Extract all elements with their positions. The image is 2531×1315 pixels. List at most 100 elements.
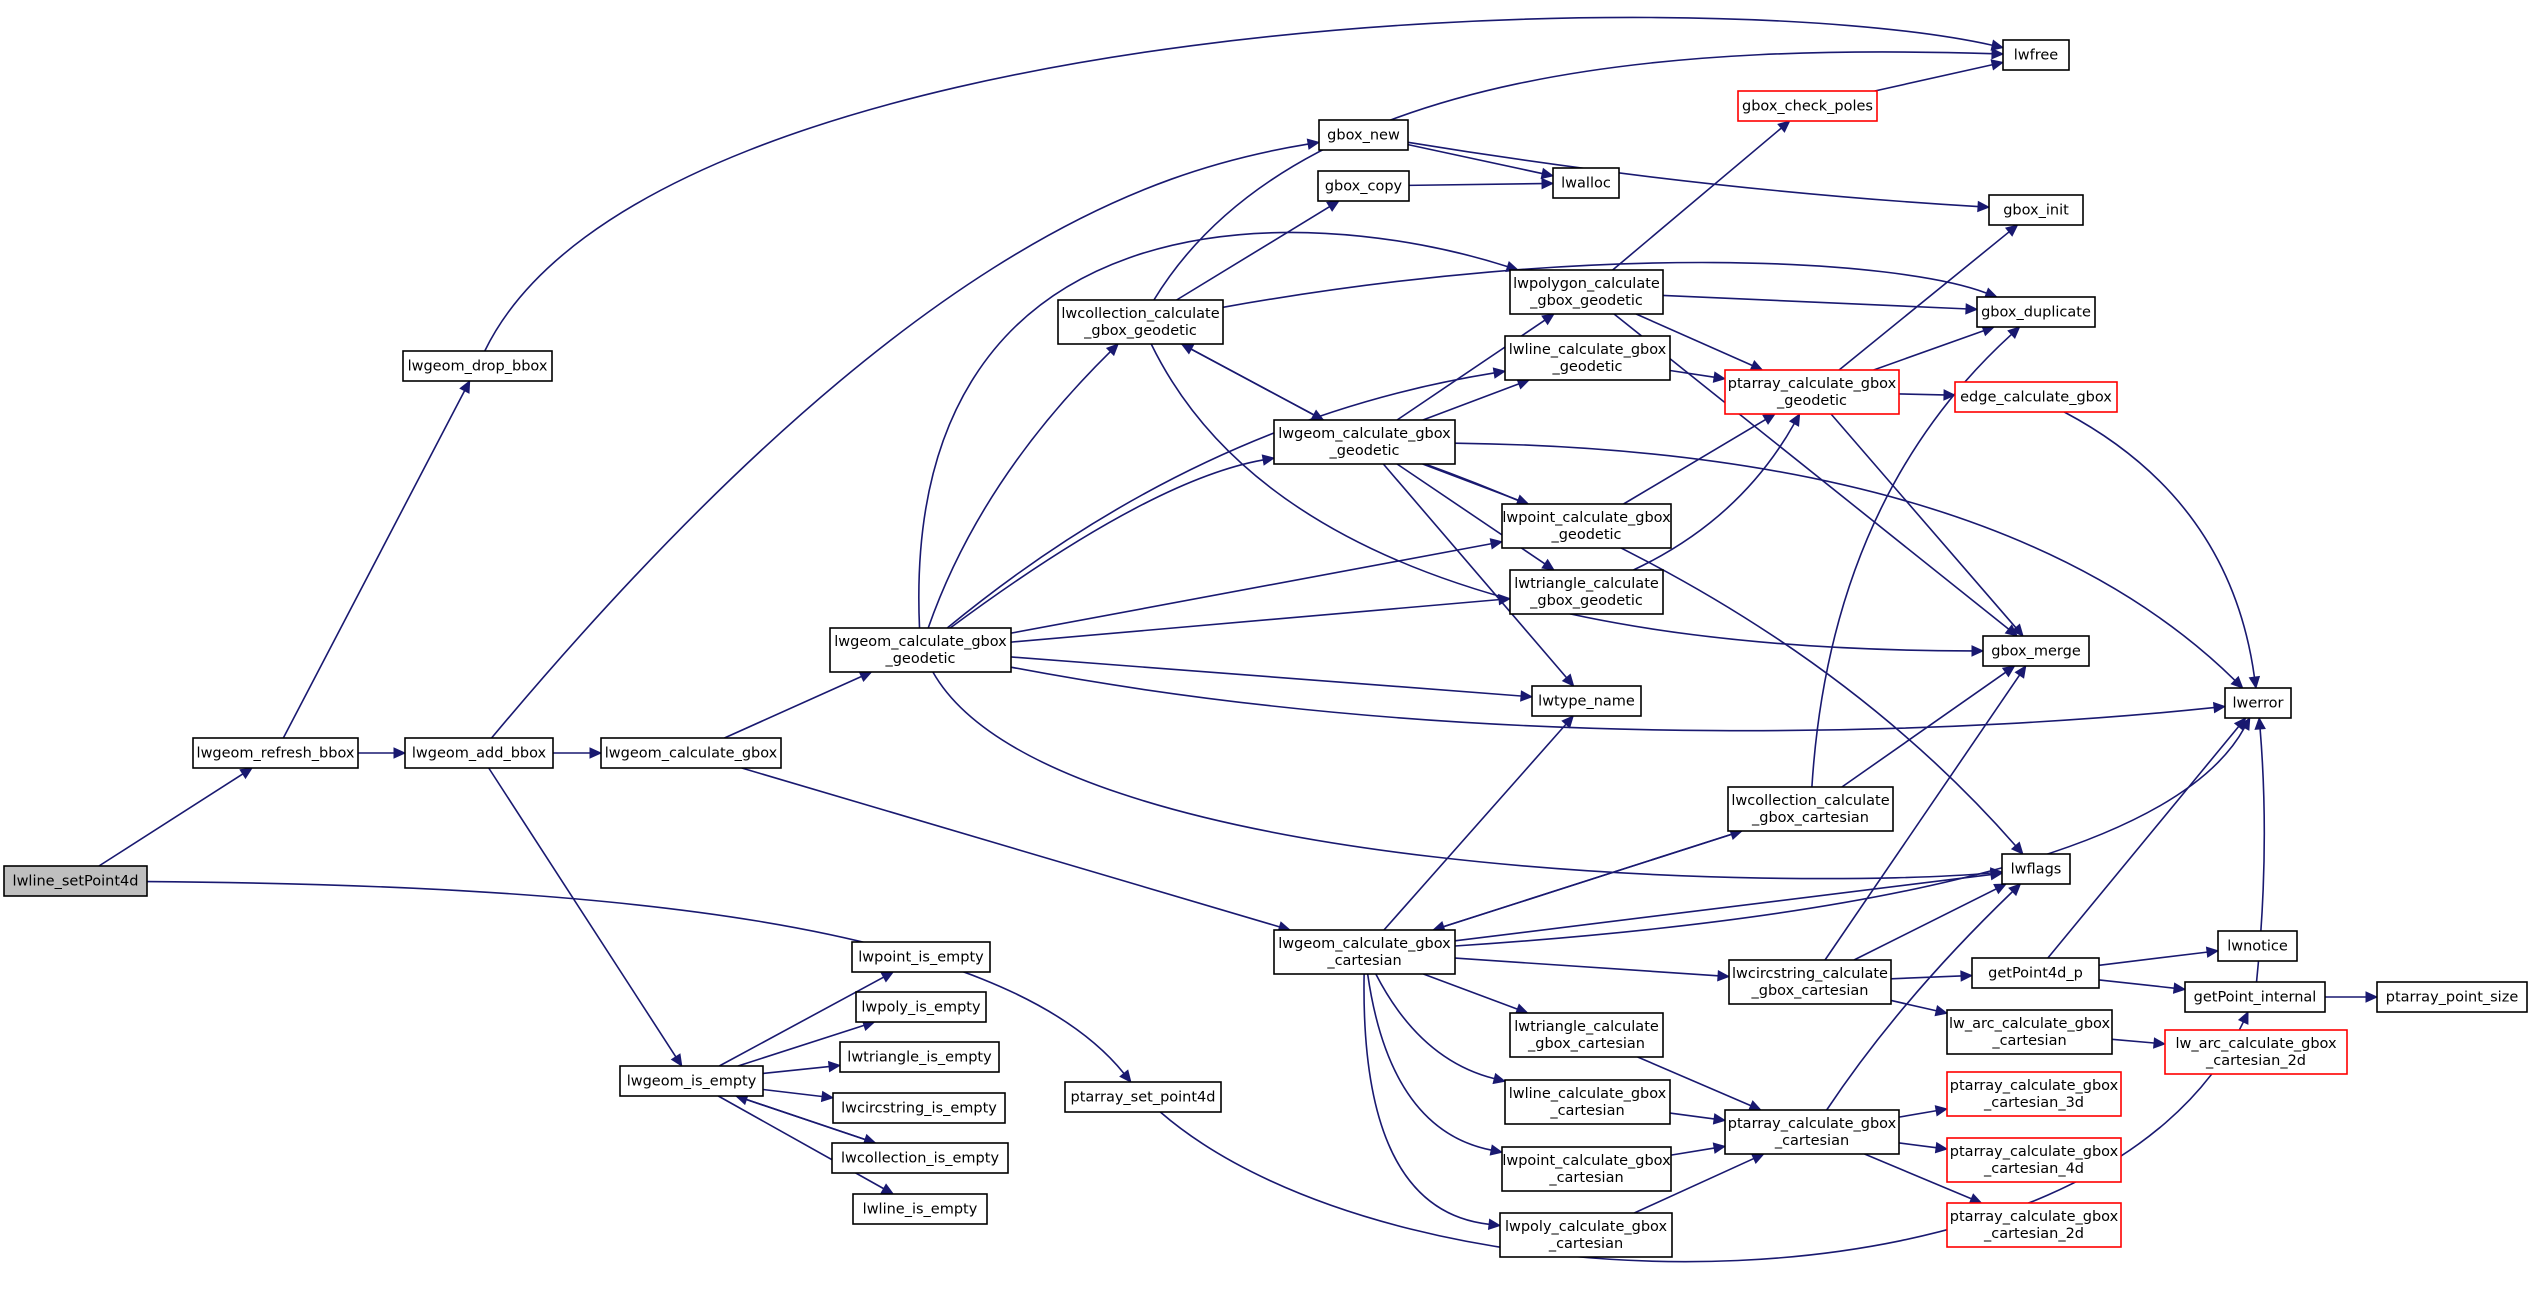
graph-node-label: _geodetic: [1550, 527, 1621, 543]
call-edge-arrowhead: [2001, 665, 2016, 678]
graph-node-ptarray-set-point4d[interactable]: ptarray_set_point4d: [1064, 1081, 1222, 1113]
graph-node-box: [1531, 685, 1642, 717]
graph-node-ptarray-calculate-gbox-geodetic[interactable]: ptarray_calculate_gbox_geodetic: [1724, 369, 1900, 415]
graph-node-lwcollection-calculate-gbox-cartesian[interactable]: lwcollection_calculate_gbox_cartesian: [1727, 786, 1894, 832]
graph-node-ptarray-calculate-gbox-cartesian[interactable]: ptarray_calculate_gbox_cartesian: [1724, 1109, 1900, 1155]
graph-node-box: [1724, 1109, 1900, 1155]
call-edge: [946, 372, 1495, 629]
graph-node-ptarray-calculate-gbox-cartesian-4d[interactable]: ptarray_calculate_gbox_cartesian_4d: [1946, 1137, 2122, 1183]
graph-node-label: _cartesian: [1991, 1033, 2066, 1049]
call-edge-arrowhead: [1748, 1100, 1762, 1111]
graph-node-lwpoint-calculate-gbox-geodetic[interactable]: lwpoint_calculate_gbox_geodetic: [1501, 503, 1672, 549]
call-edge-arrowhead: [880, 971, 895, 983]
graph-node-label: ptarray_calculate_gbox: [1950, 1078, 2119, 1094]
graph-node-box: [1946, 1071, 2122, 1117]
graph-node-lwline-is-empty[interactable]: lwline_is_empty: [852, 1193, 988, 1225]
call-edge: [746, 1098, 876, 1144]
call-edge: [1383, 723, 1567, 931]
graph-node-label: lwpoint_calculate_gbox: [1502, 510, 1671, 526]
call-edge: [1408, 182, 1543, 187]
graph-node-label: _cartesian: [1549, 1103, 1624, 1119]
graph-node-lwcircstring-is-empty[interactable]: lwcircstring_is_empty: [832, 1092, 1006, 1124]
call-edge: [1841, 671, 2007, 788]
graph-node-ptarray-calculate-gbox-cartesian-3d[interactable]: ptarray_calculate_gbox_cartesian_3d: [1946, 1071, 2122, 1117]
call-edge: [1190, 348, 1324, 421]
call-edge-arrowhead: [827, 1060, 842, 1073]
graph-node-gbox-new[interactable]: gbox_new: [1318, 119, 1409, 151]
graph-node-ptarray-calculate-gbox-cartesian-2d[interactable]: ptarray_calculate_gbox_cartesian_2d: [1946, 1202, 2122, 1248]
graph-node-lwgeom-is-empty[interactable]: lwgeom_is_empty: [619, 1065, 764, 1097]
graph-node-label: lwalloc: [1561, 176, 1611, 192]
graph-node-label: _cartesian: [1548, 1236, 1623, 1252]
call-edge: [1898, 1142, 1937, 1149]
call-edge: [1890, 999, 1937, 1012]
call-edge: [1662, 294, 1967, 310]
call-edge-arrowhead: [1990, 39, 2005, 51]
call-edge: [1623, 418, 1766, 505]
graph-node-label: gbox_check_poles: [1742, 99, 1873, 115]
graph-node-label: lwline_calculate_gbox: [1509, 1086, 1667, 1102]
graph-node-lwline-calculate-gbox-geodetic[interactable]: lwline_calculate_gbox_geodetic: [1504, 335, 1671, 381]
graph-node-lwalloc[interactable]: lwalloc: [1552, 167, 1620, 199]
graph-node-lwtriangle-calculate-gbox-cartesian[interactable]: lwtriangle_calculate_gbox_cartesian: [1509, 1012, 1664, 1058]
graph-node-label: lwpoint_is_empty: [858, 950, 984, 966]
graph-node-gbox-duplicate[interactable]: gbox_duplicate: [1976, 296, 2096, 328]
graph-node-lwcollection-is-empty[interactable]: lwcollection_is_empty: [831, 1142, 1009, 1174]
call-edge: [1853, 888, 1997, 961]
graph-node-lwline-setPoint4d[interactable]: lwline_setPoint4d: [3, 865, 148, 897]
graph-node-lwpolygon-calculate-gbox-geodetic[interactable]: lwpolygon_calculate_gbox_geodetic: [1509, 269, 1664, 315]
graph-node-gbox-merge[interactable]: gbox_merge: [1982, 635, 2090, 667]
graph-node-lwgeom-drop-bbox[interactable]: lwgeom_drop_bbox: [402, 350, 553, 382]
graph-node-lwgeom-add-bbox[interactable]: lwgeom_add_bbox: [404, 737, 554, 769]
call-edge: [1898, 393, 1945, 396]
graph-node-label: lwnotice: [2227, 939, 2288, 955]
graph-node-box: [600, 737, 782, 769]
call-edge-arrowhead: [1540, 167, 1555, 180]
call-edge: [927, 351, 1111, 629]
graph-node-lw-arc-calculate-gbox-cartesian[interactable]: lw_arc_calculate_gbox_cartesian: [1946, 1009, 2113, 1055]
call-edge-arrowhead: [1749, 360, 1764, 371]
graph-node-lwpoly-calculate-gbox-cartesian[interactable]: lwpoly_calculate_gbox_cartesian: [1499, 1212, 1673, 1258]
graph-node-lwtriangle-is-empty[interactable]: lwtriangle_is_empty: [839, 1041, 1000, 1073]
graph-node-label: ptarray_calculate_gbox: [1950, 1144, 2119, 1160]
call-edge-arrowhead: [239, 767, 254, 780]
graph-node-getPoint-internal[interactable]: getPoint_internal: [2184, 981, 2326, 1013]
graph-node-lwcircstring-calculate-gbox-cartesian[interactable]: lwcircstring_calculate_gbox_cartesian: [1728, 959, 1892, 1005]
graph-node-lw-arc-calculate-gbox-cartesian-2d[interactable]: lw_arc_calculate_gbox_cartesian_2d: [2164, 1029, 2348, 1075]
graph-node-lwtriangle-calculate-gbox-geodetic[interactable]: lwtriangle_calculate_gbox_geodetic: [1509, 569, 1664, 615]
graph-node-box: [855, 991, 987, 1023]
graph-node-lwnotice[interactable]: lwnotice: [2217, 930, 2298, 962]
graph-node-edge-calculate-gbox[interactable]: edge_calculate_gbox: [1954, 381, 2118, 413]
graph-node-lwpoly-is-empty[interactable]: lwpoly_is_empty: [855, 991, 987, 1023]
graph-node-lwtype-name[interactable]: lwtype_name: [1531, 685, 1642, 717]
graph-node-lwpoint-is-empty[interactable]: lwpoint_is_empty: [851, 941, 991, 973]
graph-node-lwcollection-calculate-gbox-geodetic[interactable]: lwcollection_calculate_gbox_geodetic: [1057, 299, 1224, 345]
graph-node-box: [2184, 981, 2326, 1013]
call-edge: [1366, 973, 1492, 1151]
graph-node-label: gbox_copy: [1325, 179, 1403, 195]
graph-node-gbox-copy[interactable]: gbox_copy: [1317, 170, 1410, 202]
call-edge: [1633, 423, 1795, 571]
graph-node-lwgeom-calculate-gbox[interactable]: lwgeom_calculate_gbox: [600, 737, 782, 769]
call-edge-arrowhead: [1712, 371, 1727, 383]
graph-node-ptarray-point-size[interactable]: ptarray_point_size: [2376, 981, 2528, 1013]
graph-node-lwgeom-calculate-gbox-cartesian[interactable]: lwgeom_calculate_gbox_cartesian: [1273, 929, 1456, 975]
graph-node-lwfree[interactable]: lwfree: [2002, 39, 2070, 71]
graph-node-lwpoint-calculate-gbox-cartesian[interactable]: lwpoint_calculate_gbox_cartesian: [1501, 1146, 1672, 1192]
graph-node-gbox-init[interactable]: gbox_init: [1988, 194, 2084, 226]
graph-node-lwflags[interactable]: lwflags: [2001, 853, 2071, 885]
graph-node-lwgeom-calculate-gbox-geodetic2[interactable]: lwgeom_calculate_gbox_geodetic: [1273, 419, 1456, 465]
graph-node-box: [404, 737, 554, 769]
graph-node-lwerror[interactable]: lwerror: [2224, 687, 2292, 719]
graph-node-label: lwpoint_calculate_gbox: [1502, 1153, 1671, 1169]
graph-node-gbox-check-poles[interactable]: gbox_check_poles: [1737, 90, 1878, 122]
graph-node-lwline-calculate-gbox-cartesian[interactable]: lwline_calculate_gbox_cartesian: [1504, 1079, 1671, 1125]
graph-node-lwgeom-calculate-gbox-geodetic[interactable]: lwgeom_calculate_gbox_geodetic: [829, 627, 1012, 673]
graph-node-getPoint4d-p[interactable]: getPoint4d_p: [1971, 957, 2100, 989]
call-edge: [1838, 231, 2010, 371]
graph-node-label: _cartesian_4d: [1983, 1161, 2084, 1177]
call-edge-arrowhead: [1541, 313, 1555, 326]
call-edge-arrowhead: [1326, 200, 1340, 212]
graph-node-lwgeom-refresh-bbox[interactable]: lwgeom_refresh_bbox: [192, 737, 359, 769]
